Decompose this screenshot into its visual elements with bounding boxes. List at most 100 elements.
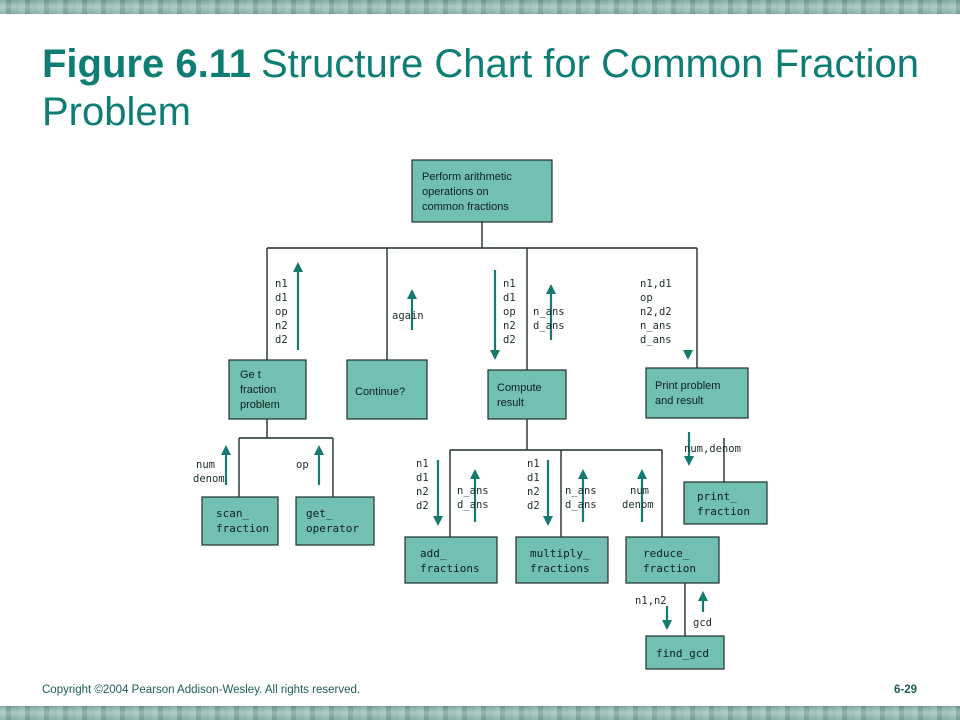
module-label: Compute bbox=[497, 382, 542, 394]
flow-label: d2 bbox=[416, 500, 429, 512]
flow-label: n_ans bbox=[565, 485, 597, 497]
flow-label: n1,n2 bbox=[635, 595, 667, 607]
module-label: result bbox=[497, 397, 524, 409]
flow-label: n1 bbox=[527, 458, 540, 470]
module-label: operations on bbox=[422, 186, 489, 198]
module-label: Ge t bbox=[240, 369, 261, 381]
module-find-gcd: find_gcd bbox=[645, 635, 725, 670]
module-get-operator: get_ operator bbox=[295, 496, 375, 546]
figure-caption: Structure Chart for Common Fraction Prob… bbox=[42, 42, 919, 134]
module-label: reduce_ bbox=[643, 547, 690, 560]
module-label: Print problem bbox=[655, 380, 720, 392]
flow-label: n1,d1 bbox=[640, 278, 672, 290]
arrow-up-icon bbox=[546, 284, 556, 294]
flow-label: op bbox=[275, 306, 288, 318]
flow-label: d2 bbox=[503, 334, 516, 346]
arrow-down-icon bbox=[543, 516, 553, 526]
module-label: Perform arithmetic bbox=[422, 171, 512, 183]
module-label: find_gcd bbox=[656, 647, 709, 660]
flow-label: d2 bbox=[527, 500, 540, 512]
flow-label: d1 bbox=[416, 472, 429, 484]
module-perform-arithmetic: Perform arithmetic operations on common … bbox=[411, 159, 553, 223]
flow-label: n1 bbox=[503, 278, 516, 290]
flow-label: num bbox=[630, 485, 649, 497]
module-label: operator bbox=[306, 522, 359, 535]
module-reduce-fraction: reduce_ fraction bbox=[625, 536, 720, 584]
flow-label: op bbox=[296, 459, 309, 471]
arrow-up-icon bbox=[407, 289, 417, 299]
figure-number: Figure 6.11 bbox=[42, 42, 251, 86]
module-label: problem bbox=[240, 399, 280, 411]
module-label: and result bbox=[655, 395, 703, 407]
arrow-up-icon bbox=[314, 445, 324, 455]
flow-label: num,denom bbox=[684, 443, 741, 455]
arrow-up-icon bbox=[221, 445, 231, 455]
module-label: fraction bbox=[643, 562, 696, 575]
arrow-up-icon bbox=[470, 469, 480, 479]
flow-label: denom bbox=[622, 499, 654, 511]
flow-label: n1 bbox=[416, 458, 429, 470]
module-label: add_ bbox=[420, 547, 447, 560]
module-multiply-fractions: multiply_ fractions bbox=[515, 536, 609, 584]
arrow-up-icon bbox=[637, 469, 647, 479]
copyright-notice: Copyright ©2004 Pearson Addison-Wesley. … bbox=[42, 684, 361, 696]
flow-label: n1 bbox=[275, 278, 288, 290]
module-label: multiply_ bbox=[530, 547, 590, 560]
module-continue: Continue? bbox=[346, 359, 428, 420]
module-label: fractions bbox=[420, 562, 480, 575]
flow-label: n_ans bbox=[533, 306, 565, 318]
arrow-down-icon bbox=[433, 516, 443, 526]
module-label: fraction bbox=[240, 384, 276, 396]
module-print-problem-and-result: Print problem and result bbox=[645, 367, 749, 419]
flow-label: gcd bbox=[693, 617, 712, 629]
flow-label: d2 bbox=[275, 334, 288, 346]
arrow-up-icon bbox=[698, 591, 708, 601]
module-label: Continue? bbox=[355, 386, 405, 398]
module-label: fractions bbox=[530, 562, 590, 575]
flow-label: d1 bbox=[503, 292, 516, 304]
module-label: common fractions bbox=[422, 201, 509, 213]
connector-lines bbox=[238, 222, 725, 636]
flow-label: n2,d2 bbox=[640, 306, 672, 318]
flow-label: n2 bbox=[503, 320, 516, 332]
module-label: fraction bbox=[697, 505, 750, 518]
flow-label: op bbox=[640, 292, 653, 304]
arrow-down-icon bbox=[662, 620, 672, 630]
module-label: fraction bbox=[216, 522, 269, 535]
page-number: 6-29 bbox=[894, 684, 918, 696]
module-get-fraction-problem: Ge t fraction problem bbox=[228, 359, 307, 420]
arrow-down-icon bbox=[683, 350, 693, 360]
module-label: print_ bbox=[697, 490, 737, 503]
flow-label: n_ans bbox=[640, 320, 672, 332]
flow-label: d_ans bbox=[457, 499, 489, 511]
flow-label: n2 bbox=[416, 486, 429, 498]
module-scan-fraction: scan_ fraction bbox=[201, 496, 279, 546]
flow-arrows bbox=[221, 262, 708, 630]
module-label: scan_ bbox=[216, 507, 249, 520]
module-compute-result: Compute result bbox=[487, 369, 567, 420]
flow-labels: n1 d1 op n2 d2 again n1 d1 op n2 d2 n_an… bbox=[193, 278, 741, 629]
flow-label: d1 bbox=[527, 472, 540, 484]
module-add-fractions: add_ fractions bbox=[404, 536, 498, 584]
flow-label: d_ans bbox=[533, 320, 565, 332]
flow-label: again bbox=[392, 310, 424, 322]
top-decorative-band bbox=[0, 0, 960, 14]
arrow-down-icon bbox=[684, 456, 694, 466]
flow-label: d_ans bbox=[565, 499, 597, 511]
flow-label: op bbox=[503, 306, 516, 318]
bottom-decorative-band bbox=[0, 706, 960, 720]
arrow-up-icon bbox=[578, 469, 588, 479]
module-print-fraction: print_ fraction bbox=[683, 481, 768, 525]
flow-label: d1 bbox=[275, 292, 288, 304]
flow-label: d_ans bbox=[640, 334, 672, 346]
flow-label: n2 bbox=[275, 320, 288, 332]
arrow-down-icon bbox=[490, 350, 500, 360]
flow-label: n_ans bbox=[457, 485, 489, 497]
flow-label: n2 bbox=[527, 486, 540, 498]
module-label: get_ bbox=[306, 507, 333, 520]
flow-label: denom bbox=[193, 473, 225, 485]
flow-label: num bbox=[196, 459, 215, 471]
arrow-up-icon bbox=[293, 262, 303, 272]
